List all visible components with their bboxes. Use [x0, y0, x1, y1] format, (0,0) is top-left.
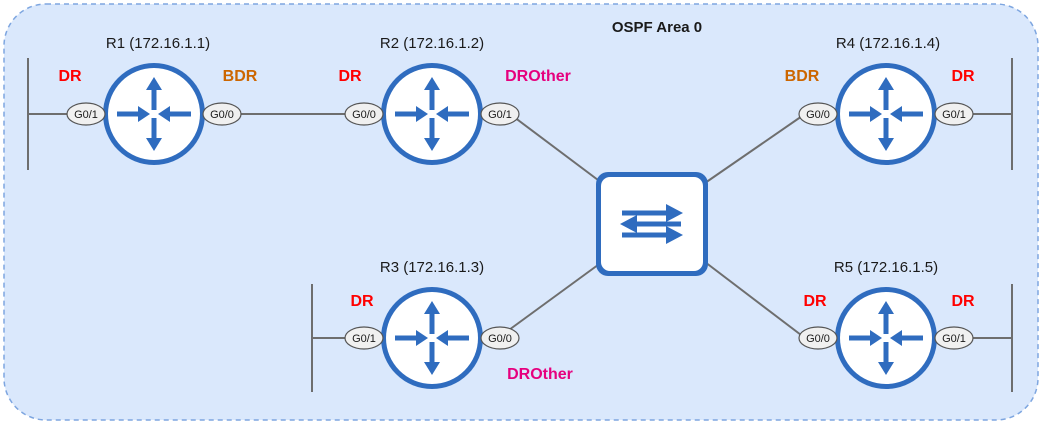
r3-switch-link [497, 261, 603, 339]
port-label: G0/0 [210, 109, 234, 121]
port-label: G0/1 [352, 333, 376, 345]
r4-role-dr: DR [951, 68, 975, 85]
r5-role-dr: DR [803, 293, 827, 310]
r5-role-dr: DR [951, 293, 975, 310]
r1-role-dr: DR [58, 68, 82, 85]
port-label: G0/1 [942, 333, 966, 345]
router-r5: R5 (172.16.1.5) G0/0 DR G0/1 DR [798, 259, 975, 389]
r5-switch-link [704, 261, 806, 339]
port-label: G0/0 [352, 109, 376, 121]
r5-port-g0-1: G0/1 [934, 326, 974, 350]
r1-name: R1 (172.16.1.1) [106, 35, 210, 52]
r2-switch-link [509, 113, 603, 184]
links [27, 58, 1013, 392]
r5-port-g0-0: G0/0 [798, 326, 838, 350]
router-r4: R4 (172.16.1.4) G0/0 BDR G0/1 DR [785, 35, 975, 165]
r3-port-g0-0: G0/0 [480, 326, 520, 350]
port-label: G0/0 [806, 109, 830, 121]
r2-name: R2 (172.16.1.2) [380, 35, 484, 52]
r3-role-dr: DR [350, 293, 374, 310]
r2-role-dr: DR [338, 68, 362, 85]
port-label: G0/0 [488, 333, 512, 345]
r1-port-g0-1: G0/1 [66, 102, 106, 126]
r1-role-bdr: BDR [223, 68, 258, 85]
r1-port-g0-0: G0/0 [202, 102, 242, 126]
r4-port-g0-1: G0/1 [934, 102, 974, 126]
r2-port-g0-1: G0/1 [480, 102, 520, 126]
r3-port-g0-1: G0/1 [344, 326, 384, 350]
switch [596, 172, 708, 276]
router-r1: R1 (172.16.1.1) G0/1 DR G0/0 BDR [58, 35, 258, 165]
area-label: OSPF Area 0 [612, 19, 702, 36]
r2-port-g0-0: G0/0 [344, 102, 384, 126]
r2-role-drother: DROther [505, 68, 571, 85]
r3-name: R3 (172.16.1.3) [380, 259, 484, 276]
switch-icon [620, 204, 683, 244]
r4-name: R4 (172.16.1.4) [836, 35, 940, 52]
port-label: G0/1 [74, 109, 98, 121]
r4-port-g0-0: G0/0 [798, 102, 838, 126]
router-r2: R2 (172.16.1.2) G0/0 DR G0/1 DROther [338, 35, 571, 165]
port-label: G0/1 [942, 109, 966, 121]
r4-switch-link [704, 113, 806, 184]
port-label: G0/0 [806, 333, 830, 345]
r3-role-drother: DROther [507, 366, 573, 383]
r4-role-bdr: BDR [785, 68, 820, 85]
ospf-area-boundary [3, 3, 1039, 421]
port-label: G0/1 [488, 109, 512, 121]
r5-name: R5 (172.16.1.5) [834, 259, 938, 276]
